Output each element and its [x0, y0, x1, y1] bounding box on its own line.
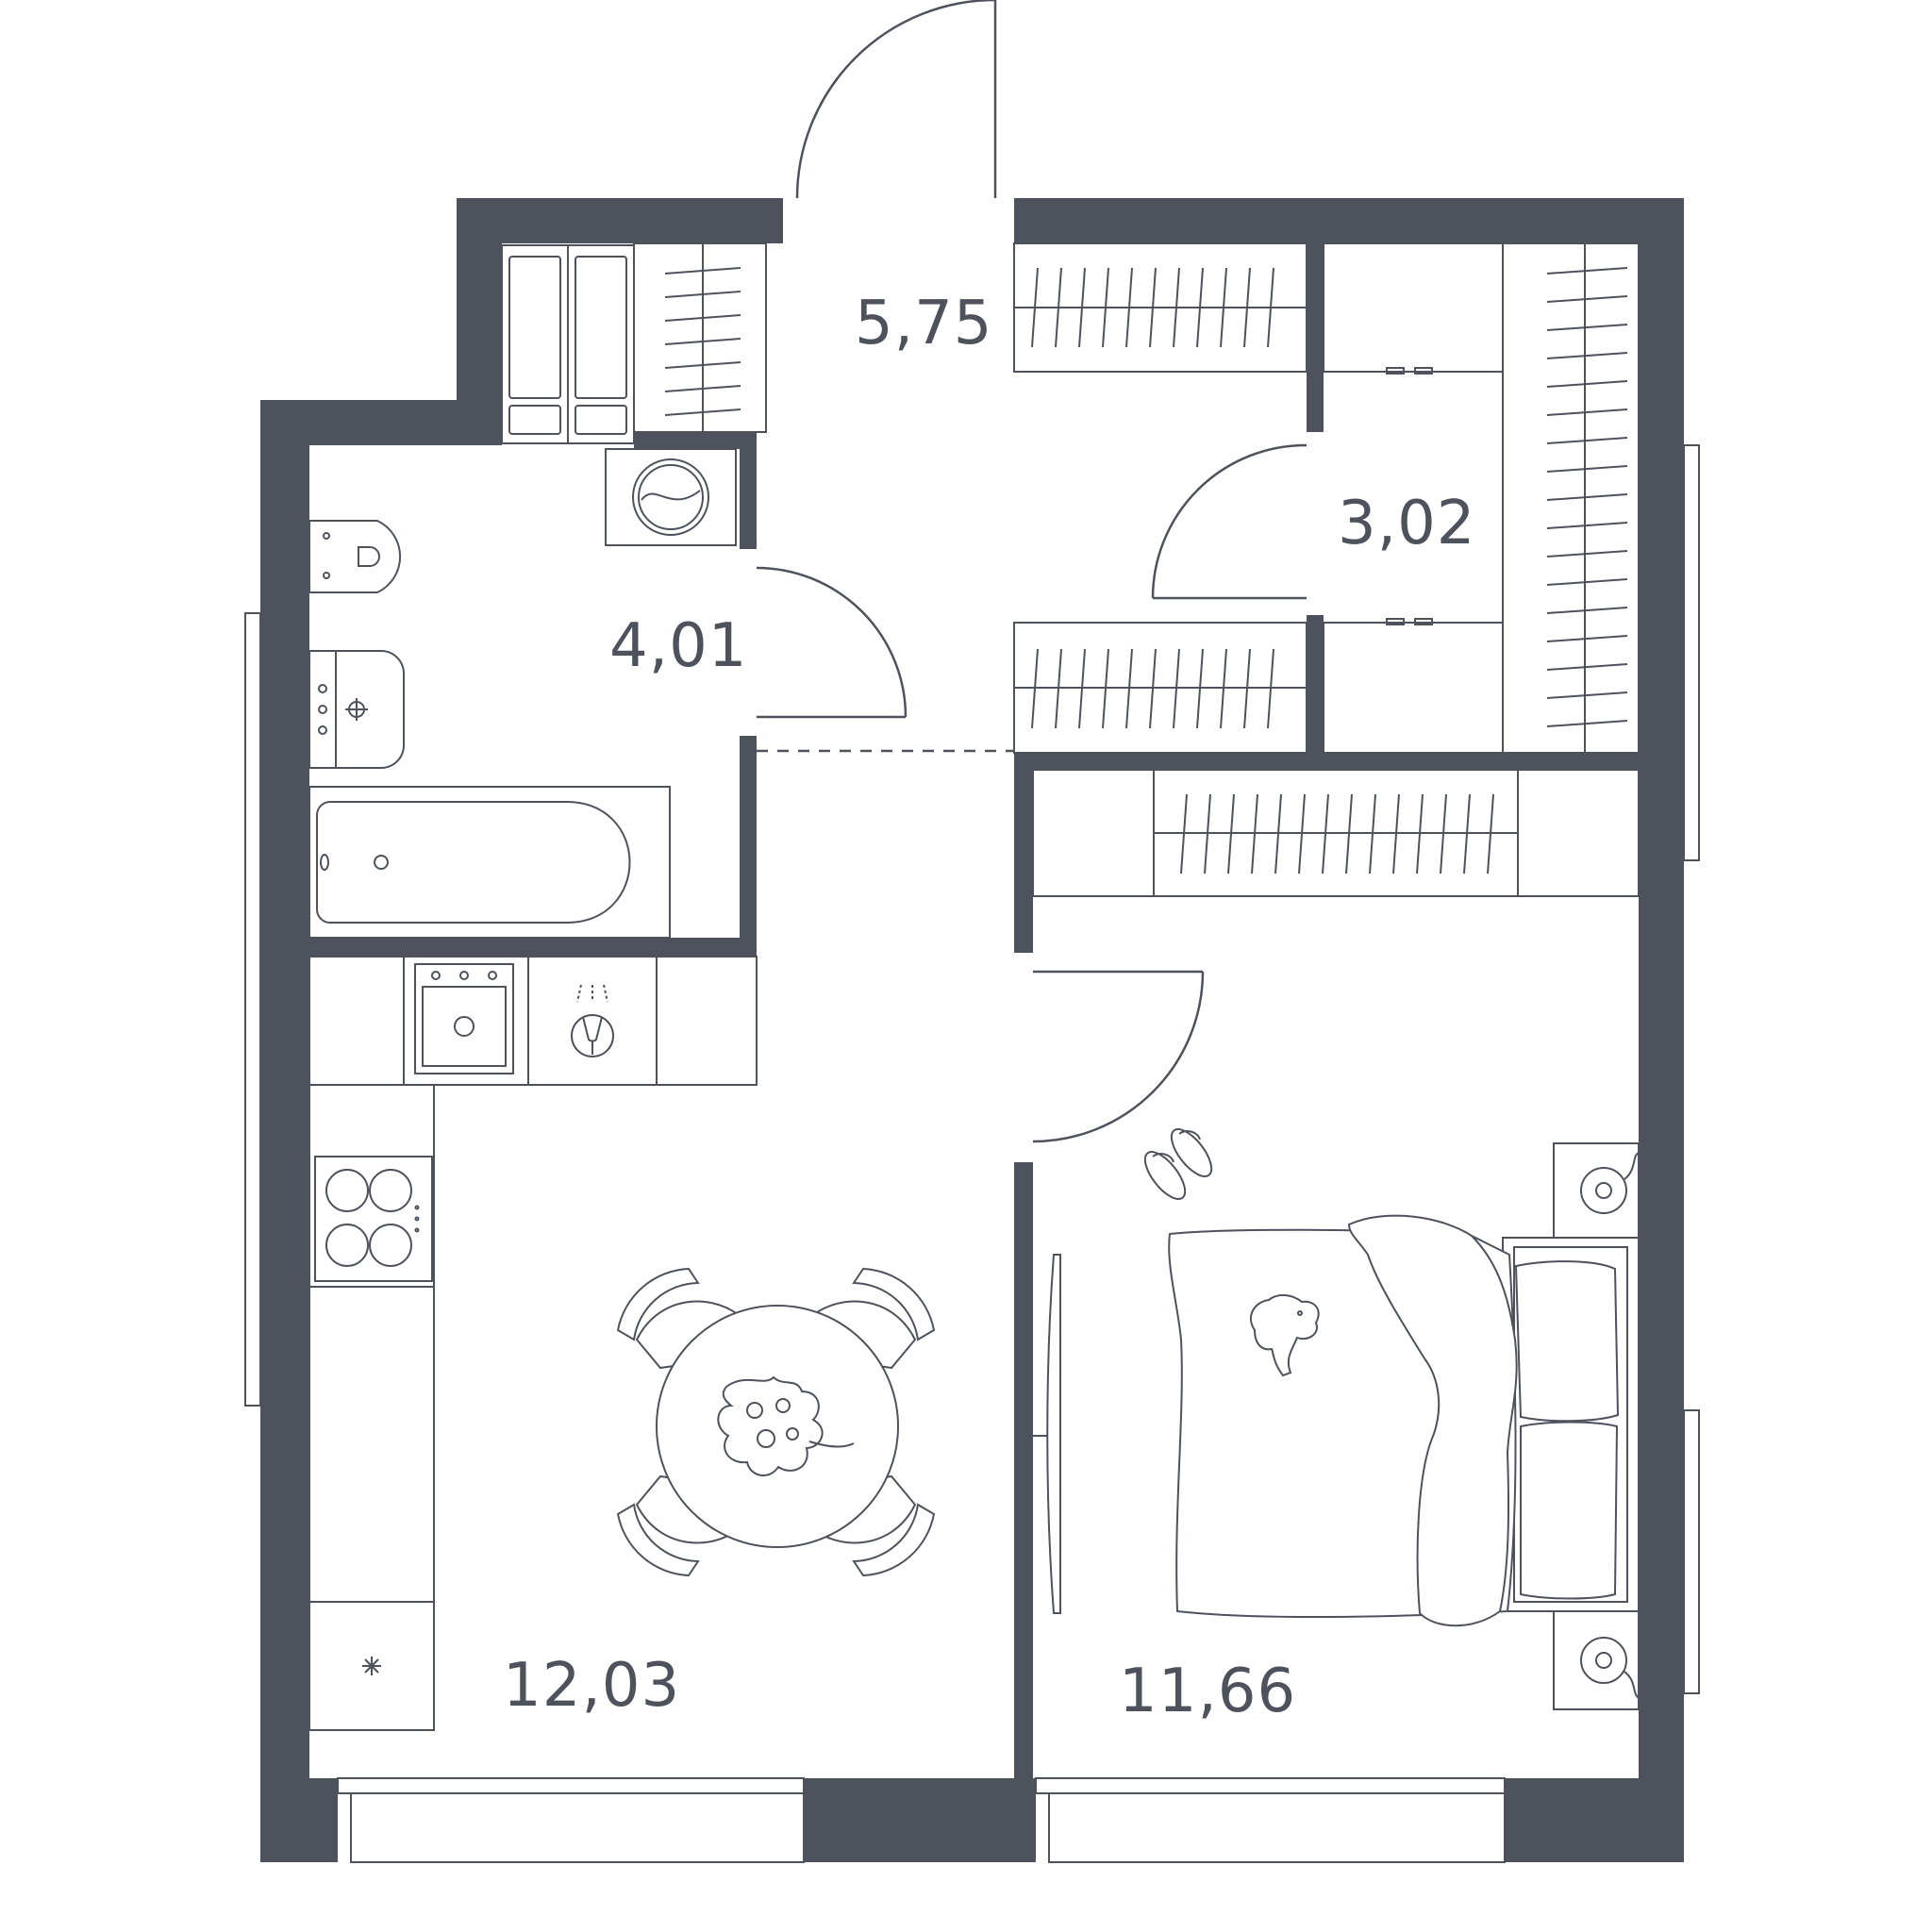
toilet-icon — [308, 520, 402, 593]
cooktop-icon — [314, 1156, 433, 1282]
lamp-icon — [1553, 1610, 1640, 1710]
mirror-icon — [1033, 1254, 1061, 1614]
doors — [756, 0, 1307, 1143]
area-label-wardrobe: 3,02 — [1338, 489, 1476, 558]
hall-furniture — [501, 242, 1307, 754]
hangers-wardrobe — [1546, 267, 1628, 727]
dining-table-icon — [616, 1267, 936, 1577]
sink-icon — [308, 650, 405, 769]
area-label-bedroom: 11,66 — [1119, 1657, 1296, 1726]
hangers-hall-bottom — [1031, 648, 1274, 729]
dog-icon — [1250, 1294, 1320, 1377]
area-label-hall: 5,75 — [855, 289, 993, 358]
lamp-icon — [1553, 1142, 1640, 1239]
hangers-hall-top — [1031, 267, 1274, 348]
fridge-icon — [308, 1601, 435, 1731]
flower-bouquet-icon — [717, 1375, 855, 1476]
bathtub-icon — [308, 786, 671, 939]
bed-icon — [1168, 1214, 1640, 1627]
slippers-icon — [1143, 1128, 1213, 1200]
washing-machine-icon — [605, 448, 737, 546]
kitchen-furniture — [308, 956, 758, 1731]
hangers-left — [664, 267, 741, 416]
area-label-bathroom: 4,01 — [609, 611, 748, 681]
bathroom-furniture — [308, 448, 737, 939]
oven-icon — [414, 963, 514, 1074]
kitchen-sink-icon — [571, 984, 614, 1058]
wardrobe-furniture — [1323, 242, 1640, 754]
walls — [260, 198, 1684, 1862]
hangers-bedroom — [1180, 793, 1494, 874]
area-label-kitchen-living: 12,03 — [503, 1651, 680, 1721]
windows — [244, 444, 1700, 1863]
bedroom-furniture — [1032, 769, 1640, 1710]
area-labels: 5,75 4,01 3,02 12,03 11,66 — [503, 289, 1476, 1726]
